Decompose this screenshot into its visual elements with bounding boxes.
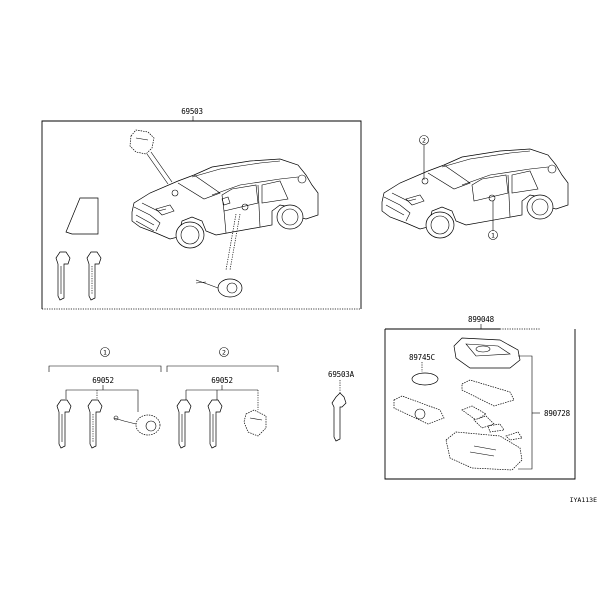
trim-panel-part[interactable]: [65, 197, 99, 235]
key-part-1[interactable]: [55, 251, 71, 301]
door-cylinder-part-set1[interactable]: [113, 414, 161, 436]
clip-part[interactable]: [505, 431, 523, 441]
part-label-69052-set1[interactable]: 69052: [92, 376, 114, 385]
callout-marker-2[interactable]: 2: [419, 135, 429, 181]
key-set-2-group: 2 69052: [166, 347, 279, 449]
key-part-2[interactable]: [86, 251, 102, 301]
key-part-set1-1[interactable]: [56, 399, 72, 449]
key-part-set2-2[interactable]: [207, 399, 223, 449]
battery-part[interactable]: [411, 372, 439, 386]
set-marker-2: 2: [222, 349, 226, 357]
blank-key-part[interactable]: [331, 392, 347, 442]
key-part-set1-2[interactable]: [87, 399, 103, 449]
svg-text:1: 1: [491, 232, 495, 240]
part-label-69503A[interactable]: 69503A: [328, 370, 355, 379]
blank-key-group: 69503A: [328, 370, 355, 442]
door-lock-cylinder-part[interactable]: [195, 213, 243, 298]
emblem-plate-part[interactable]: [393, 395, 445, 425]
set-marker-1: 1: [103, 349, 107, 357]
part-label-89745C[interactable]: 89745C: [409, 353, 435, 362]
remote-bottom-shell-part[interactable]: [445, 431, 523, 471]
vehicle-illustration: [131, 158, 319, 249]
group-box-frame: [41, 120, 362, 309]
button-part-3[interactable]: [487, 423, 505, 433]
circuit-board-part[interactable]: [461, 379, 515, 407]
glovebox-lock-part[interactable]: [129, 129, 173, 185]
button-part-1[interactable]: [461, 405, 487, 421]
key-part-set2-1[interactable]: [176, 399, 192, 449]
remote-top-shell-part[interactable]: [453, 337, 521, 369]
lock-housing-part-set2[interactable]: [243, 409, 267, 437]
vehicle-location-reference: 2 1: [381, 135, 569, 240]
key-set-1-group: 1 69052: [48, 347, 162, 449]
illustration-code: IYA113E: [570, 496, 597, 504]
smart-key-group: 899048 89745C: [384, 315, 576, 480]
button-part-2[interactable]: [473, 415, 495, 429]
svg-text:2: 2: [422, 137, 426, 145]
part-label-69052-set2[interactable]: 69052: [211, 376, 233, 385]
part-label-890728[interactable]: 890728: [544, 409, 571, 418]
callout-marker-1[interactable]: 1: [488, 201, 498, 240]
part-label-899048[interactable]: 899048: [468, 315, 495, 324]
part-label-69503[interactable]: 69503: [181, 107, 203, 116]
lock-cylinder-set-group: 69503: [41, 107, 362, 310]
